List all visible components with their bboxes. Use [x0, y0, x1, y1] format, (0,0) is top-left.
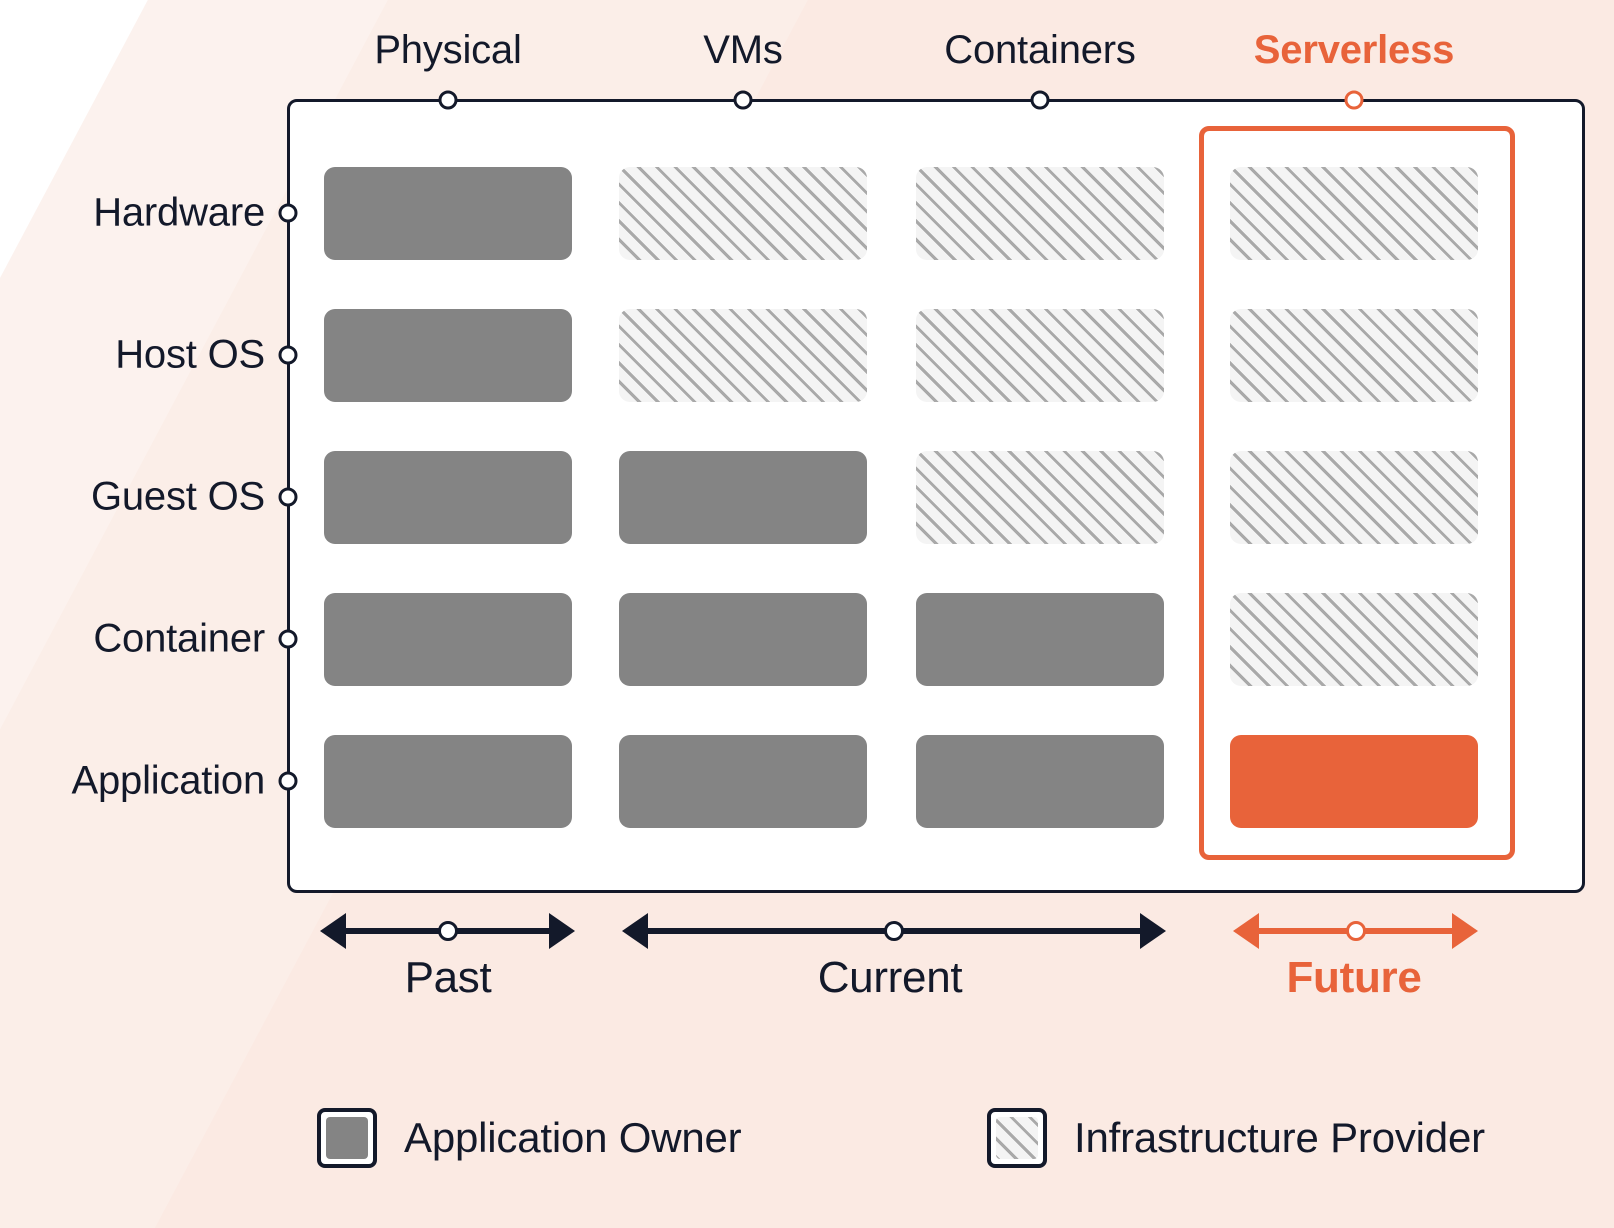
cell-vms-application	[619, 735, 867, 828]
arrow-head-right-icon	[1140, 913, 1166, 949]
row-label-host-os: Host OS	[115, 332, 265, 377]
era-arrow-future	[1233, 903, 1478, 959]
column-node-serverless	[1344, 90, 1364, 110]
row-label-application: Application	[71, 758, 266, 803]
column-node-containers	[1030, 90, 1050, 110]
cell-containers-application	[916, 735, 1164, 828]
row-node-application	[278, 771, 298, 791]
cell-containers-hardware	[916, 167, 1164, 260]
legend-label-infrastructure-provider: Infrastructure Provider	[1074, 1114, 1485, 1161]
cell-vms-host-os	[619, 309, 867, 402]
column-header-containers: Containers	[944, 28, 1136, 72]
cell-physical-application	[324, 735, 572, 828]
era-label-future: Future	[1286, 953, 1422, 1002]
column-node-physical	[438, 90, 458, 110]
row-node-host-os	[278, 345, 298, 365]
legend-item-infrastructure-provider: Infrastructure Provider	[987, 1108, 1485, 1168]
cell-containers-host-os	[916, 309, 1164, 402]
legend-swatch-owner-icon	[317, 1108, 377, 1168]
cell-physical-hardware	[324, 167, 572, 260]
era-arrow-past	[320, 903, 575, 959]
cell-physical-host-os	[324, 309, 572, 402]
era-arrow-current	[622, 903, 1166, 959]
cell-physical-guest-os	[324, 451, 572, 544]
arrow-midpoint-node	[884, 921, 904, 941]
era-label-past: Past	[404, 953, 492, 1002]
arrow-head-right-icon	[549, 913, 575, 949]
column-node-vms	[733, 90, 753, 110]
cell-vms-container	[619, 593, 867, 686]
row-label-guest-os: Guest OS	[90, 474, 265, 519]
row-label-hardware: Hardware	[93, 190, 265, 235]
cell-containers-container	[916, 593, 1164, 686]
row-label-container: Container	[93, 616, 265, 661]
cell-vms-guest-os	[619, 451, 867, 544]
era-label-current: Current	[817, 953, 963, 1002]
row-node-hardware	[278, 203, 298, 223]
serverless-highlight-box	[1199, 126, 1515, 860]
arrow-midpoint-node	[1345, 921, 1366, 941]
cell-containers-guest-os	[916, 451, 1164, 544]
legend-label-application-owner: Application Owner	[404, 1114, 742, 1161]
column-header-physical: Physical	[374, 28, 522, 72]
cell-physical-container	[324, 593, 572, 686]
arrow-midpoint-node	[437, 921, 458, 941]
legend-swatch-provider-icon	[987, 1108, 1047, 1168]
row-node-guest-os	[278, 487, 298, 507]
cell-vms-hardware	[619, 167, 867, 260]
arrow-head-right-icon	[1452, 913, 1478, 949]
column-header-serverless: Serverless	[1253, 28, 1455, 72]
row-node-container	[278, 629, 298, 649]
legend-item-application-owner: Application Owner	[317, 1108, 742, 1168]
column-header-vms: VMs	[703, 28, 783, 72]
